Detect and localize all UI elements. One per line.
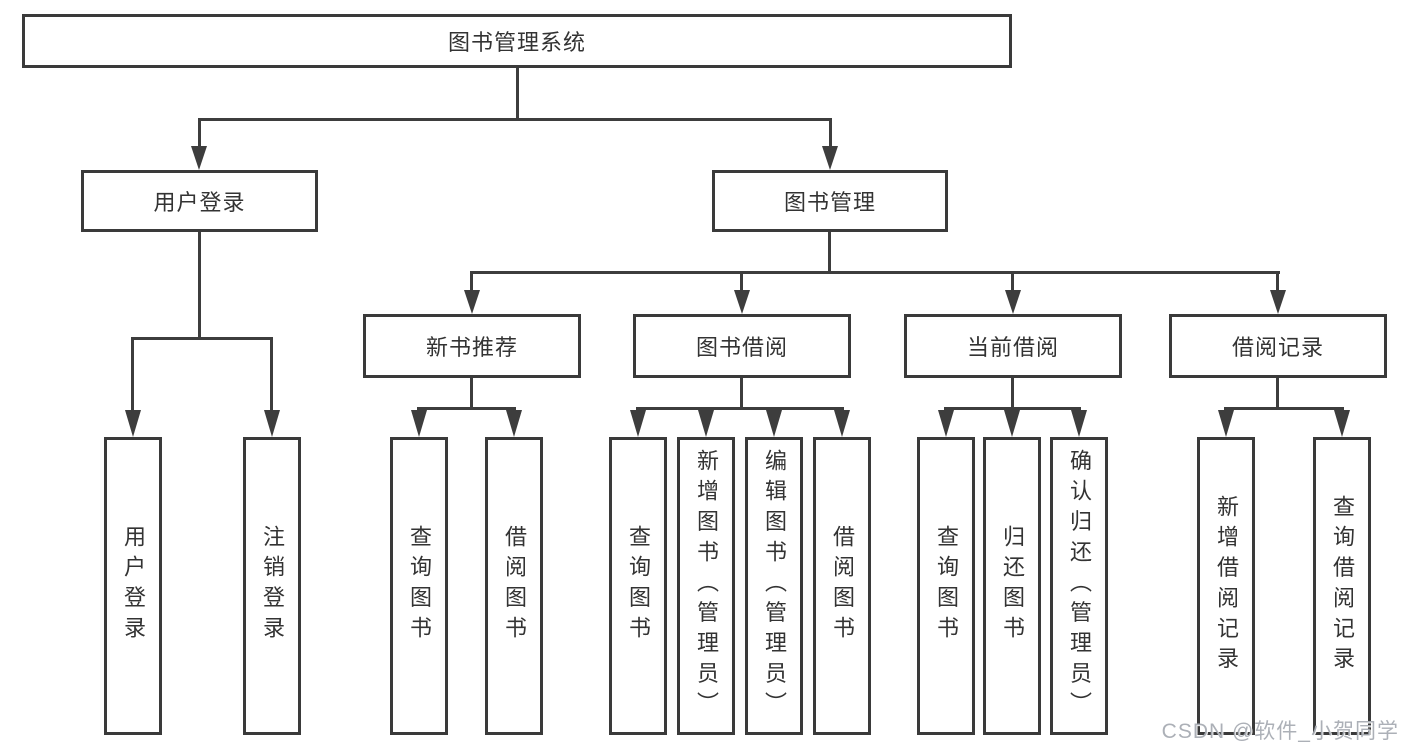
node-root: 图书管理系统 [22,14,1012,68]
leaf-borrow-add: 新增图书（管理员） [677,437,735,735]
leaf-current-return: 归还图书 [983,437,1041,735]
leaf-current-return-label: 归还图书 [1000,525,1025,647]
edge-userlogin-stem-line [198,232,201,340]
edge-borrowrecord-stem-line [1276,378,1279,410]
leaf-newbook-query: 查询图书 [390,437,448,735]
edge-to-bookborrow-shaft [740,271,743,293]
edge-to-leaf-userlogin-shaft [131,337,134,415]
node-book-management: 图书管理 [712,170,948,232]
edge-to-leaf-logout-shaft [270,337,273,415]
leaf-logout-label: 注销登录 [260,525,285,647]
edge-to-currentborrow-shaft [1011,271,1014,293]
leaf-current-confirm: 确认归还（管理员） [1050,437,1108,735]
edge-level3-bus-line [470,271,1280,274]
edge-to-leaf-cbquery-arrowhead-icon [938,410,954,437]
edge-to-leaf-bbbook-arrowhead-icon [834,410,850,437]
leaf-borrow-edit: 编辑图书（管理员） [745,437,803,735]
edge-to-newbook-shaft [470,271,473,293]
node-borrow-record: 借阅记录 [1169,314,1387,378]
edge-to-bookborrow-arrowhead-icon [734,290,750,314]
node-book-borrow-label: 图书借阅 [695,335,788,360]
leaf-borrow-query: 查询图书 [609,437,667,735]
node-book-borrow: 图书借阅 [633,314,851,378]
edge-to-leaf-bradd-arrowhead-icon [1218,410,1234,437]
edge-bookmgmt-stem-line [828,232,831,274]
leaf-borrow-book-label: 借阅图书 [830,525,855,647]
edge-to-borrowrecord-arrowhead-icon [1270,290,1286,314]
edge-currentborrow-stem-line [1011,378,1014,410]
edge-bookborrow-bus-line [636,407,844,410]
leaf-newbook-query-label: 查询图书 [407,525,432,647]
leaf-current-confirm-label: 确认归还（管理员） [1067,449,1092,723]
edge-to-leaf-nbquery-arrowhead-icon [411,410,427,437]
edge-to-user-login-shaft [198,118,201,152]
leaf-current-query: 查询图书 [917,437,975,735]
csdn-watermark: CSDN @软件_小贺同学 [1161,720,1399,743]
leaf-record-query-label: 查询借阅记录 [1330,494,1355,678]
node-new-book-recommend: 新书推荐 [363,314,581,378]
edge-to-newbook-arrowhead-icon [464,290,480,314]
node-current-borrow: 当前借阅 [904,314,1122,378]
edge-to-book-management-shaft [829,118,832,152]
edge-to-leaf-userlogin-arrowhead-icon [125,410,141,437]
leaf-current-query-label: 查询图书 [934,525,959,647]
node-book-management-label: 图书管理 [783,190,876,215]
node-root-label: 图书管理系统 [447,30,586,55]
edge-to-leaf-bbquery-arrowhead-icon [630,410,646,437]
edge-to-user-login-arrowhead-icon [191,146,207,170]
edge-to-leaf-brquery-arrowhead-icon [1334,410,1350,437]
node-user-login-label: 用户登录 [153,190,246,215]
node-current-borrow-label: 当前借阅 [966,335,1059,360]
edge-to-leaf-cbreturn-arrowhead-icon [1004,410,1020,437]
edge-to-leaf-cbconfirm-arrowhead-icon [1071,410,1087,437]
edge-to-leaf-bbedit-arrowhead-icon [766,410,782,437]
leaf-borrow-add-label: 新增图书（管理员） [694,449,719,723]
leaf-logout: 注销登录 [243,437,301,735]
leaf-record-add: 新增借阅记录 [1197,437,1255,735]
edge-to-leaf-logout-arrowhead-icon [264,410,280,437]
edge-currentborrow-bus-line [944,407,1081,410]
leaf-borrow-book: 借阅图书 [813,437,871,735]
leaf-borrow-query-label: 查询图书 [626,525,651,647]
edge-level2-bus-line [198,118,831,121]
edge-newbook-bus-line [417,407,516,410]
edge-to-currentborrow-arrowhead-icon [1005,290,1021,314]
node-new-book-recommend-label: 新书推荐 [425,335,518,360]
edge-to-book-management-arrowhead-icon [822,146,838,170]
leaf-record-add-label: 新增借阅记录 [1214,494,1239,678]
edge-root-stem-line [516,68,519,121]
edge-bookborrow-stem-line [740,378,743,410]
leaf-borrow-edit-label: 编辑图书（管理员） [762,449,787,723]
edge-to-borrowrecord-shaft [1276,271,1279,293]
leaf-record-query: 查询借阅记录 [1313,437,1371,735]
node-user-login: 用户登录 [81,170,318,232]
edge-to-leaf-bbadd-arrowhead-icon [698,410,714,437]
edge-newbook-stem-line [470,378,473,410]
leaf-user-login-label: 用户登录 [121,525,146,647]
edge-borrowrecord-bus-line [1224,407,1344,410]
edge-to-leaf-nbborrow-arrowhead-icon [506,410,522,437]
leaf-user-login: 用户登录 [104,437,162,735]
node-borrow-record-label: 借阅记录 [1231,335,1324,360]
edge-userlogin-bus-line [131,337,273,340]
leaf-newbook-borrow: 借阅图书 [485,437,543,735]
leaf-newbook-borrow-label: 借阅图书 [502,525,527,647]
